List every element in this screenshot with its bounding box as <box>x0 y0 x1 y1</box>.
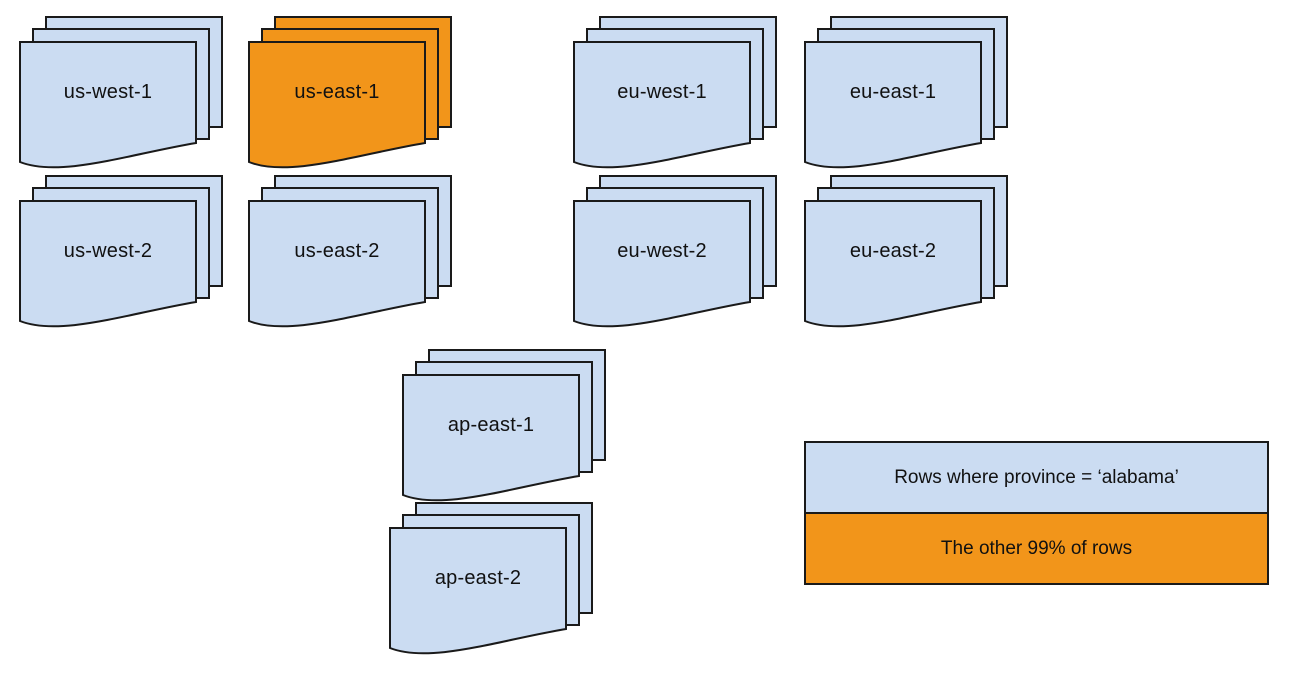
region-label: ap-east-1 <box>447 413 535 436</box>
region-label: us-east-2 <box>294 239 380 262</box>
document-stack-icon <box>402 349 606 502</box>
region-stack-eu-east-1: eu-east-1 <box>804 16 1008 174</box>
legend-row-alabama: Rows where province = ‘alabama’ <box>806 443 1267 512</box>
document-stack-icon <box>573 16 777 169</box>
legend-label-other-rows: The other 99% of rows <box>940 537 1133 559</box>
region-label: eu-west-2 <box>617 239 707 262</box>
region-stack-us-east-1: us-east-1 <box>248 16 452 174</box>
legend-label-alabama: Rows where province = ‘alabama’ <box>894 466 1179 488</box>
region-stack-us-west-2: us-west-2 <box>19 175 223 333</box>
region-stack-ap-east-2: ap-east-2 <box>389 502 593 660</box>
region-label: eu-west-1 <box>617 80 707 103</box>
document-stack-icon <box>19 16 223 169</box>
region-stack-us-west-1: us-west-1 <box>19 16 223 174</box>
document-stack-icon <box>248 175 452 328</box>
region-stack-eu-east-2: eu-east-2 <box>804 175 1008 333</box>
document-stack-icon <box>804 175 1008 328</box>
region-label: us-east-1 <box>294 80 380 103</box>
region-stack-us-east-2: us-east-2 <box>248 175 452 333</box>
document-stack-icon <box>248 16 452 169</box>
legend: Rows where province = ‘alabama’ The othe… <box>804 441 1269 585</box>
region-label: eu-east-2 <box>849 239 937 262</box>
document-stack-icon <box>19 175 223 328</box>
legend-row-other-rows: The other 99% of rows <box>806 514 1267 583</box>
document-stack-icon <box>573 175 777 328</box>
document-stack-icon <box>389 502 593 655</box>
region-label: eu-east-1 <box>849 80 937 103</box>
region-stack-eu-west-2: eu-west-2 <box>573 175 777 333</box>
region-label: us-west-1 <box>63 80 153 103</box>
document-stack-icon <box>804 16 1008 169</box>
region-stack-eu-west-1: eu-west-1 <box>573 16 777 174</box>
region-stack-ap-east-1: ap-east-1 <box>402 349 606 507</box>
region-label: ap-east-2 <box>434 566 522 589</box>
region-label: us-west-2 <box>63 239 153 262</box>
